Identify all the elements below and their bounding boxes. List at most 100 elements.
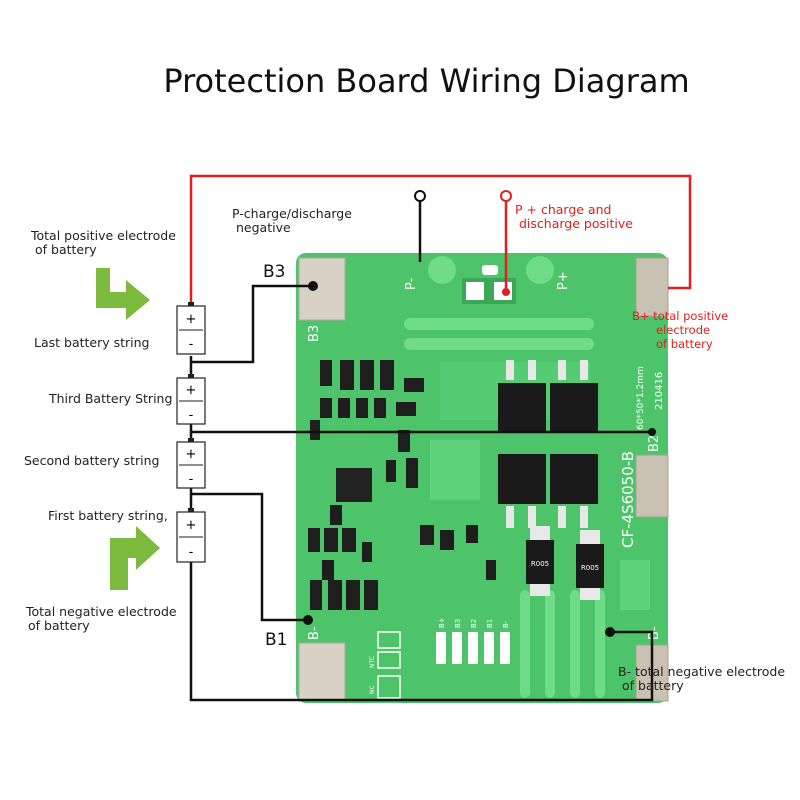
ntc-pad — [377, 631, 401, 649]
terminal-dot-icon — [605, 627, 615, 637]
wires — [189, 174, 692, 702]
shunt-resistor — [576, 544, 604, 588]
ntc-pad — [377, 675, 401, 699]
label-b-plus-line3: of battery — [656, 337, 713, 351]
header-pin-label: B- — [502, 620, 510, 628]
battery-stack: + - + - + - + - — [176, 302, 206, 563]
protection-board: R005 R005 B+ B3 B2 B1 B- NTC NC P- P+ B3… — [296, 253, 669, 703]
board-b-minus-edge: B- — [307, 626, 322, 640]
battery-plus-sign: + — [186, 447, 197, 462]
mosfet — [550, 383, 598, 431]
board-b2: B2 — [647, 435, 662, 452]
label-second-string: Second battery string — [24, 453, 160, 468]
header-pin-label: B3 — [454, 619, 462, 628]
label-total-negative: Total negative electrode of battery — [26, 605, 177, 633]
board-date: 210416 — [654, 372, 665, 410]
board-region — [620, 560, 650, 610]
mosfet — [550, 454, 598, 504]
label-b-minus-line1: B- total negative electrode — [618, 664, 786, 679]
ntc-label: NTC — [369, 656, 376, 668]
board-p-plus: P+ — [556, 271, 571, 290]
smd-part — [482, 265, 498, 275]
terminal-dot-icon — [648, 428, 656, 436]
shunt-label: R005 — [581, 564, 599, 572]
label-total-positive: Total positive electrode of battery — [31, 229, 176, 257]
terminal-ring-icon — [500, 190, 512, 202]
label-p-plus: P + charge and discharge positive — [515, 203, 633, 231]
shunt-label: R005 — [531, 560, 549, 568]
balance-header-pins — [436, 632, 510, 664]
protection-ic — [336, 468, 372, 502]
label-total-negative-line1: Total negative electrode — [26, 604, 177, 619]
header-pin-labels: B+ B3 B2 B1 B- — [438, 617, 510, 628]
board-slot — [520, 590, 530, 698]
board-model: CF-4S6050-B — [619, 451, 637, 548]
nc-label: NC — [369, 685, 376, 694]
wire-b1 — [191, 492, 308, 622]
terminal-label-b1: B1 — [265, 630, 288, 650]
board-b3: B3 — [307, 325, 322, 342]
wire-b-minus — [189, 562, 654, 702]
label-b-plus-line2: electrode — [656, 323, 711, 337]
label-p-minus: P-charge/discharge negative — [232, 207, 352, 235]
label-b-minus: B- total negative electrode of battery — [618, 665, 785, 693]
board-size: 60*50*1.2mm — [636, 366, 646, 430]
label-third-string: Third Battery String — [49, 391, 173, 406]
ntc-pad — [377, 651, 401, 669]
board-trace — [404, 338, 594, 350]
label-first-string: First battery string, — [48, 508, 168, 523]
header-pin-label: B+ — [438, 617, 446, 628]
pad-b2 — [635, 454, 669, 518]
label-last-string: Last battery string — [34, 335, 150, 350]
battery-icon: + - — [176, 374, 206, 425]
pad-b1 — [298, 642, 346, 702]
shunt-resistor — [526, 540, 554, 584]
board-trace — [404, 318, 594, 330]
mosfet — [498, 454, 546, 504]
header-pin-label: B2 — [470, 619, 478, 628]
battery-plus-sign: + — [186, 383, 197, 398]
label-total-positive-line1: Total positive electrode — [31, 228, 176, 243]
label-total-positive-line2: of battery — [35, 242, 97, 257]
label-p-minus-line1: P-charge/discharge — [232, 206, 352, 221]
battery-minus-sign: - — [189, 545, 194, 560]
board-slot — [570, 590, 580, 698]
board-slot — [545, 590, 555, 698]
p-minus-hole — [428, 256, 456, 284]
battery-icon: + - — [176, 302, 206, 355]
board-slot — [595, 590, 605, 698]
smd-components — [308, 360, 496, 610]
label-total-negative-line2: of battery — [28, 618, 90, 633]
wire-b3 — [191, 284, 313, 364]
label-p-minus-line2: negative — [236, 220, 291, 235]
battery-icon: + - — [176, 438, 206, 489]
label-p-plus-line1: P + charge and — [515, 202, 612, 217]
label-b-minus-line2: of battery — [622, 678, 684, 693]
pad-b-plus — [635, 257, 669, 317]
pad-b3 — [298, 257, 346, 321]
wire-total-positive — [189, 174, 692, 304]
label-p-plus-line2: discharge positive — [519, 216, 633, 231]
battery-plus-sign: + — [186, 518, 197, 533]
battery-minus-sign: - — [189, 337, 194, 352]
terminal-dot-icon — [303, 615, 313, 625]
p-connector-pin — [466, 282, 484, 300]
header-pin-label: B1 — [486, 619, 494, 628]
terminal-dot-icon — [502, 288, 510, 296]
battery-minus-sign: - — [189, 408, 194, 423]
label-b-plus: B+ total positive electrode of battery — [632, 309, 728, 351]
diagram-title: Protection Board Wiring Diagram — [163, 62, 690, 100]
arrow-right-icon — [110, 526, 160, 590]
battery-icon: + - — [176, 508, 206, 563]
battery-plus-sign: + — [186, 312, 197, 327]
terminal-label-b3: B3 — [263, 262, 286, 282]
terminal-ring-icon — [414, 190, 426, 202]
battery-minus-sign: - — [189, 472, 194, 487]
arrow-right-icon — [96, 268, 150, 320]
mosfet — [498, 383, 546, 431]
label-b-plus-line1: B+ total positive — [632, 309, 729, 323]
board-p-minus: P- — [404, 277, 419, 290]
terminal-dot-icon — [308, 281, 318, 291]
board-region — [430, 440, 480, 500]
